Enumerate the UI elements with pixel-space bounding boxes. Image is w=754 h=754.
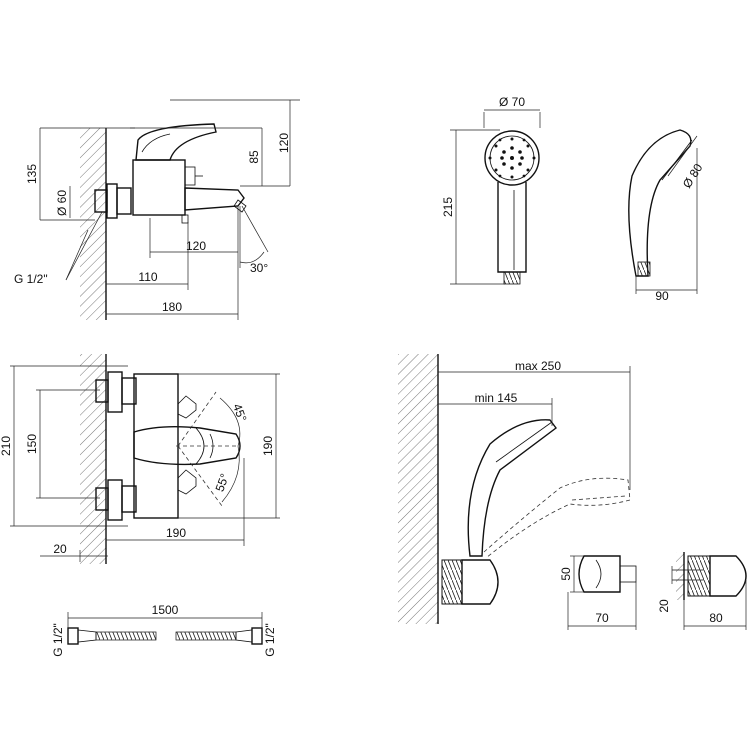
dim-diameter-80: Ø 80 xyxy=(680,161,706,191)
shower-handle-front xyxy=(497,182,527,273)
hose-segment-right xyxy=(175,631,237,641)
dim-min-145: min 145 xyxy=(475,391,518,405)
dim-190-horizontal: 190 xyxy=(166,526,186,540)
dim-50: 50 xyxy=(559,567,573,581)
hand-shower-front: Ø 70 215 xyxy=(441,95,541,285)
mixer-body-top xyxy=(133,373,179,519)
dim-angle-45: 45° xyxy=(230,402,249,424)
bracket-front-body xyxy=(578,555,621,593)
holder-body xyxy=(461,559,499,605)
dim-diameter-70: Ø 70 xyxy=(499,95,525,109)
label-g12-hose-left: G 1/2" xyxy=(51,623,65,657)
wall-hatch-3 xyxy=(398,354,438,624)
dim-190-vertical: 190 xyxy=(261,436,275,456)
dim-210: 210 xyxy=(0,436,13,456)
dim-20-left: 20 xyxy=(53,542,67,556)
lever-handle xyxy=(135,123,217,161)
shower-side-profile xyxy=(628,129,692,277)
mixer-body xyxy=(132,159,186,216)
dim-angle-55: 55° xyxy=(213,472,232,494)
eccentric-nut xyxy=(106,183,118,219)
dim-90: 90 xyxy=(655,289,669,303)
wall-bracket-side: 20 80 xyxy=(657,552,747,630)
dim-135: 135 xyxy=(25,164,39,184)
shower-nozzles xyxy=(488,137,536,179)
mixer-top-view: 45° 55° 210 150 190 190 20 xyxy=(0,354,280,564)
connector-body xyxy=(116,187,132,215)
diverter-knob xyxy=(184,166,196,186)
dim-180: 180 xyxy=(162,300,182,314)
dim-angle-30: 30° xyxy=(250,261,268,275)
dim-70-bracket: 70 xyxy=(595,611,609,625)
dim-80-bracket: 80 xyxy=(709,611,723,625)
hand-shower-side: 90 Ø 80 xyxy=(628,129,706,303)
dim-20-bracket: 20 xyxy=(657,599,671,613)
dim-85: 85 xyxy=(247,150,261,164)
dim-215: 215 xyxy=(441,197,455,217)
label-g12-connector: G 1/2" xyxy=(14,272,48,286)
hose-nut-right xyxy=(251,627,263,645)
handle-detail xyxy=(141,133,171,153)
bottom-outlet xyxy=(181,214,189,224)
aerator xyxy=(233,199,247,213)
shower-holder-view: max 250 min 145 xyxy=(398,354,631,624)
lever-handle-top xyxy=(133,425,241,466)
dim-120-height: 120 xyxy=(277,133,291,153)
handle-thread xyxy=(503,271,521,285)
dim-1500: 1500 xyxy=(152,603,179,617)
hose-view: 1500 G 1/2" G 1/2" xyxy=(51,603,277,657)
dim-120-spout: 120 xyxy=(186,239,206,253)
bracket-side-body xyxy=(709,555,747,597)
wall-hatch-2 xyxy=(80,354,106,564)
hose-segment-left xyxy=(95,631,157,641)
shower-head-outer xyxy=(484,130,540,186)
dim-110: 110 xyxy=(138,270,157,284)
wall-hatch-1 xyxy=(80,128,106,320)
shower-in-holder xyxy=(467,419,557,557)
wall-bracket-front: 50 70 xyxy=(559,555,637,630)
shower-extended-dashed xyxy=(483,477,631,559)
label-g12-hose-right: G 1/2" xyxy=(263,623,277,657)
mixer-side-view: 135 Ø 60 85 120 120 110 180 G 1/2" 30° xyxy=(14,99,300,320)
hose-nut-left xyxy=(67,627,79,645)
dim-max-250: max 250 xyxy=(515,359,561,373)
dim-150: 150 xyxy=(25,434,39,454)
dim-diameter-60: Ø 60 xyxy=(55,190,69,216)
